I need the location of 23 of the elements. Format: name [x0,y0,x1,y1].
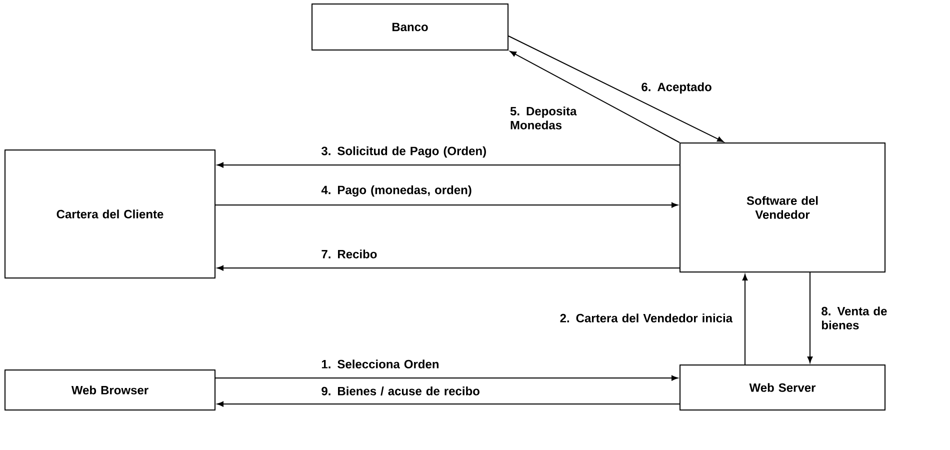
process-box: Web Server [680,364,886,410]
edge-label: 6. Aceptado [642,82,712,94]
edge-label: 4. Pago (monedas, orden) [321,185,472,197]
arrow [742,274,748,365]
edge-label: 2. Cartera del Vendedor inicia [560,314,733,322]
arrow [215,202,678,208]
edge-label: 3. Solicitud de Pago (Orden) [321,146,486,158]
process-box: Cartera del Cliente [4,150,216,278]
arrow [508,36,724,142]
arrow [807,272,813,363]
edge-label: 8. Venta de bienes [822,306,887,330]
edge-label: 1. Selecciona Orden [322,360,438,368]
arrow [217,162,680,168]
process-box: Banco [312,4,508,50]
edge-label: 5. Deposita Monedas [510,106,577,130]
process-box: Software del Vendedor [680,142,886,272]
arrow [510,50,680,143]
arrow [217,401,680,407]
arrow [217,265,680,271]
edge-label: 7. Recibo [322,250,377,258]
edge-label: 9. Bienes / acuse de recibo [322,386,480,396]
process-box: Web Browser [4,370,216,410]
arrow [215,375,678,381]
